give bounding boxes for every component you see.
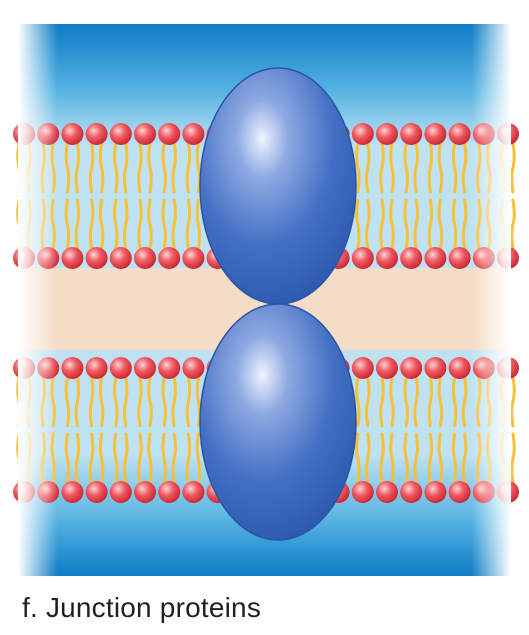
figure-caption: f. Junction proteins: [22, 592, 262, 623]
lower-tail: [510, 432, 516, 484]
lower-tail: [510, 198, 516, 250]
edge-fade: [18, 24, 511, 576]
junction-proteins-diagram: [13, 24, 519, 576]
upper-tail: [510, 142, 516, 194]
upper-tail: [510, 376, 516, 428]
